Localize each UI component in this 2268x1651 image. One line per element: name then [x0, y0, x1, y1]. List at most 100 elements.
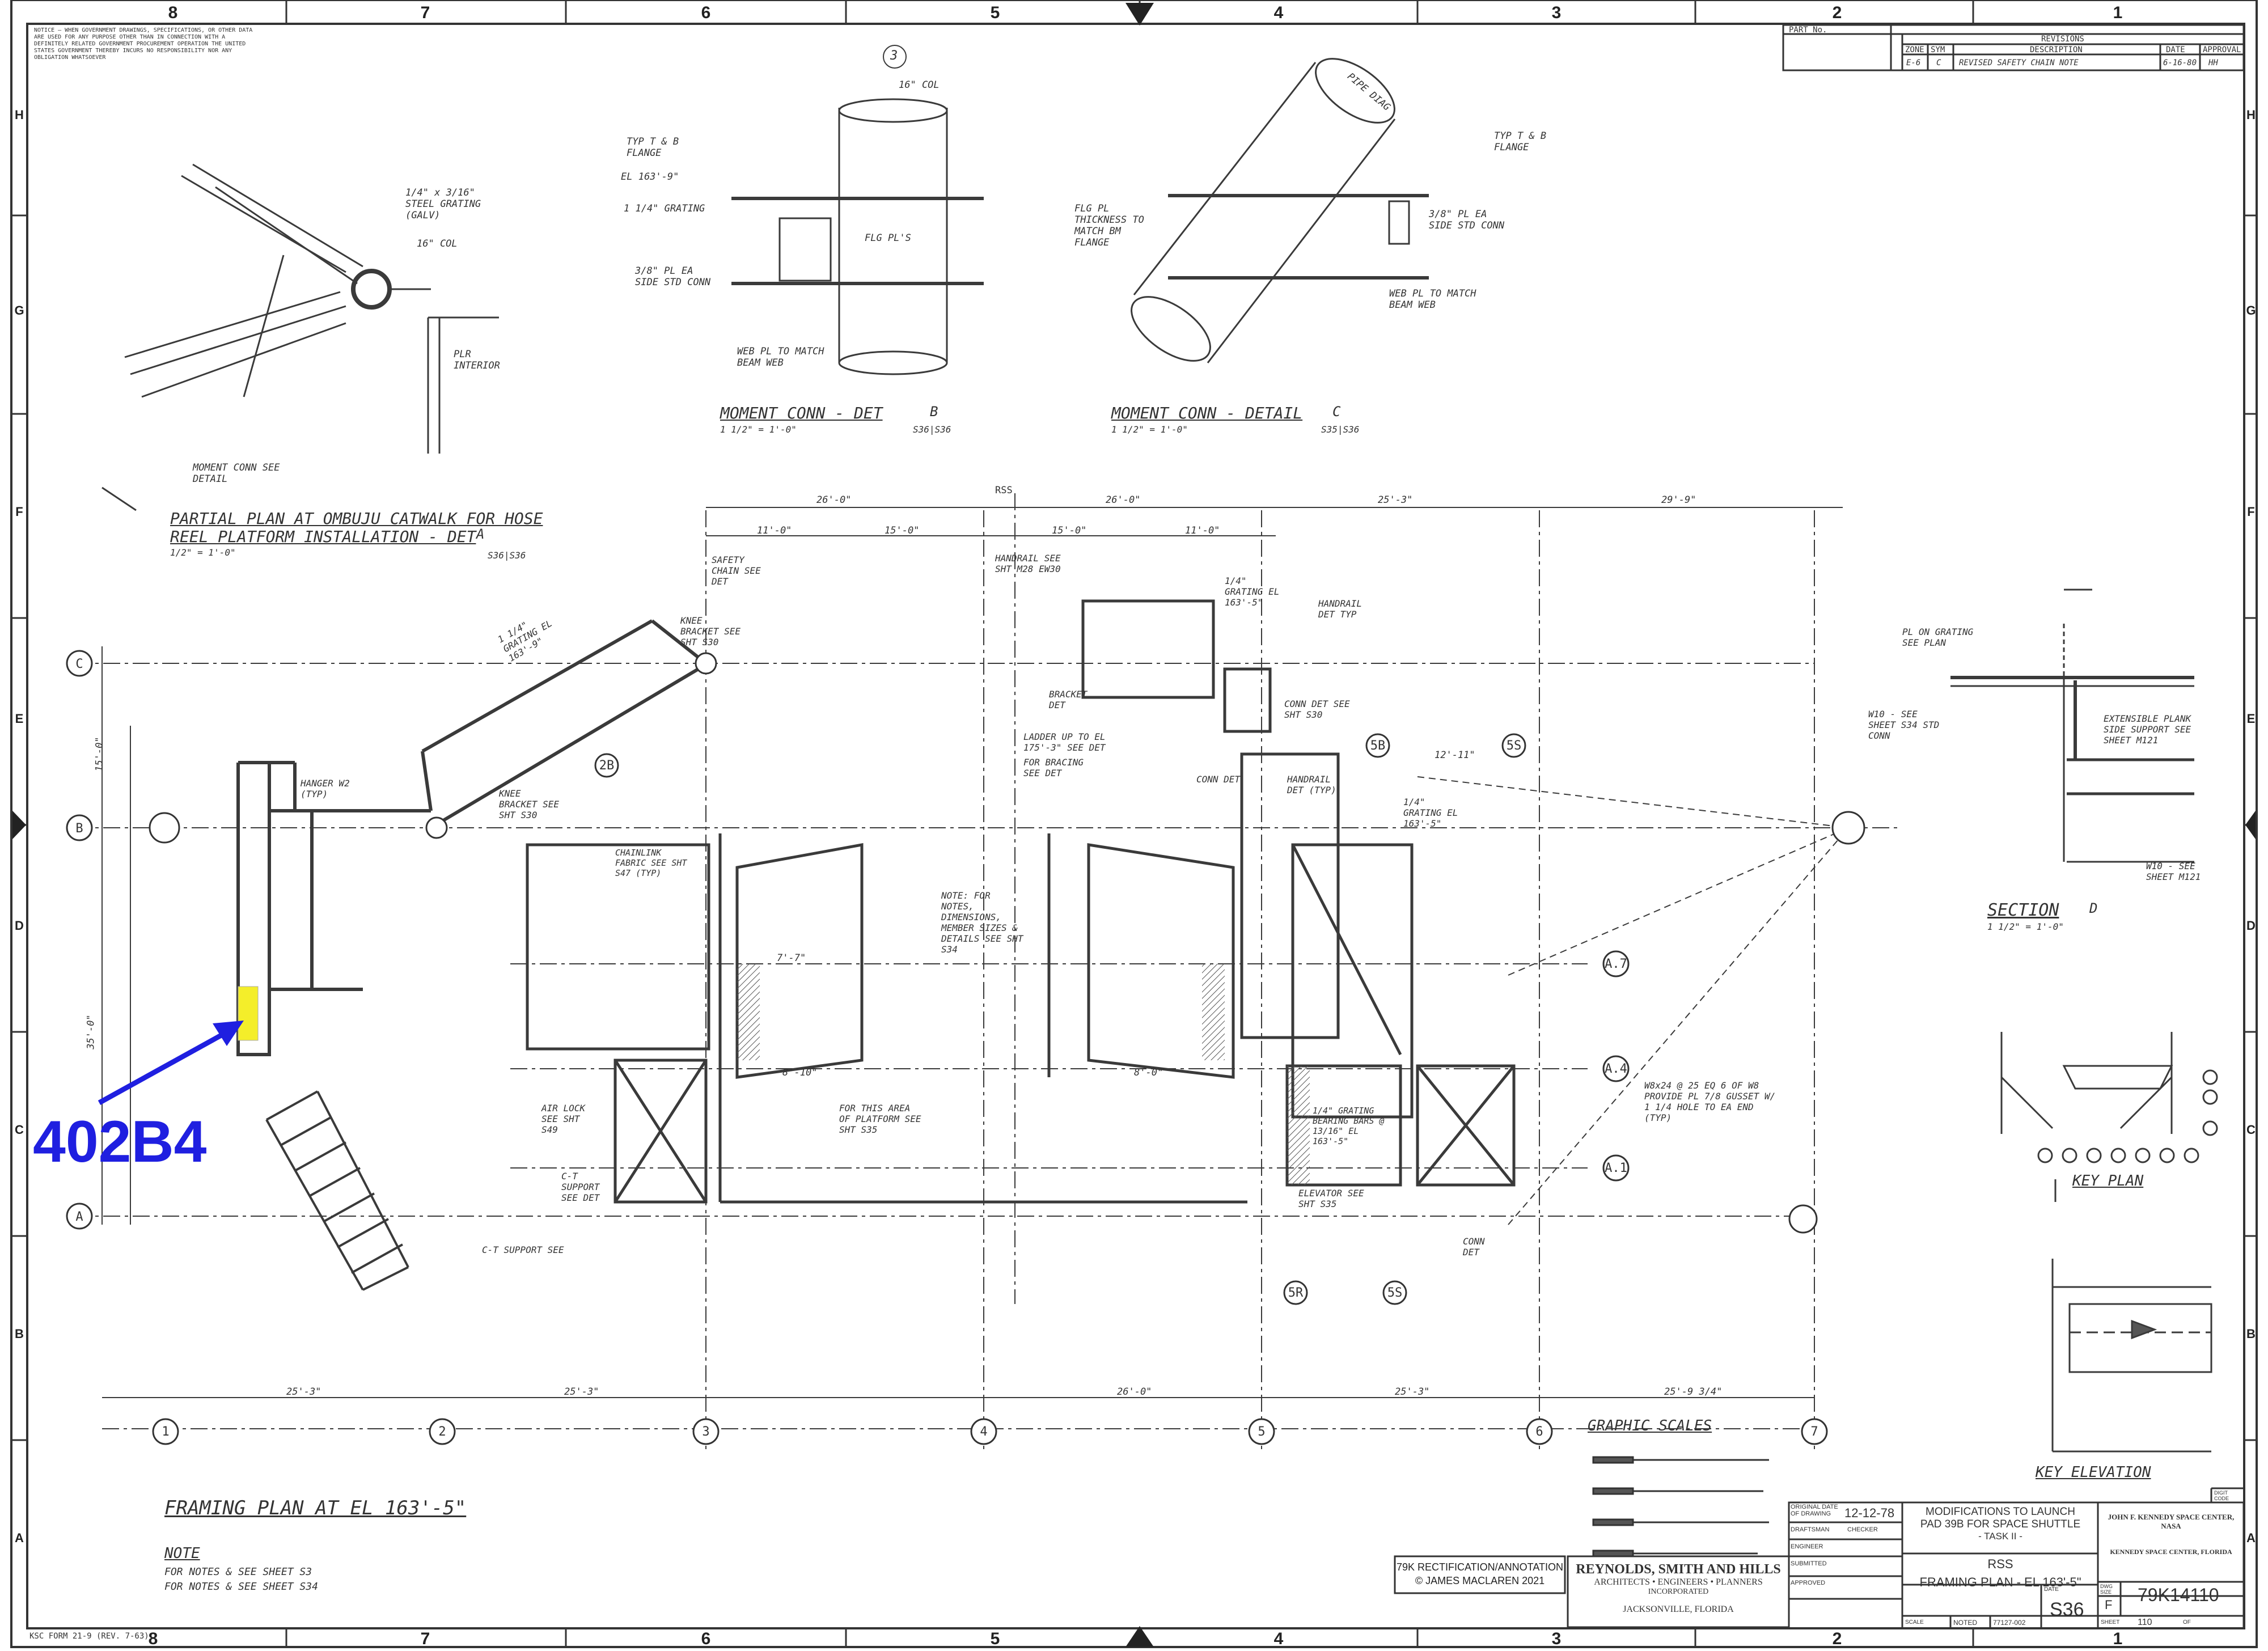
revisions-header: REVISIONS — [2041, 35, 2084, 44]
label-steel-grating: 1/4" x 3/16" STEEL GRATING (GALV) — [405, 187, 481, 221]
dim-3: 15'-0" — [885, 525, 920, 536]
dim-17: 8'-10" — [782, 1067, 818, 1078]
dim-11: 26'-0" — [1117, 1386, 1152, 1398]
zone-bot-2: 2 — [1833, 1629, 1842, 1648]
label-web-pl-b: WEB PL TO MATCH BEAM WEB — [737, 346, 824, 369]
detail-b-letter: B — [930, 404, 938, 420]
grid-col-2: 2 — [438, 1425, 446, 1439]
label-ct-support-2: C-T SUPPORT SEE — [482, 1244, 564, 1255]
label-knee-bracket-2: KNEE BRACKET SEE SHT S30 — [499, 788, 559, 820]
zone-side-h-r: H — [2246, 108, 2256, 122]
label-16-col: 16" COL — [417, 238, 458, 249]
label-grating-163: 1/4" GRATING EL 163'-5" — [1225, 575, 1280, 608]
dim-13: 25'-9 3/4" — [1664, 1386, 1723, 1398]
government-notice: NOTICE — WHEN GOVERNMENT DRAWINGS, SPECI… — [34, 27, 253, 61]
rev-col-zone: ZONE — [1905, 45, 1924, 54]
zone-side-d: D — [15, 918, 24, 933]
plan-note-1: FOR NOTES & SEE SHEET S3 — [164, 1566, 312, 1578]
dim-7: 25'-3" — [1378, 494, 1413, 506]
zone-side-f-r: F — [2247, 505, 2254, 519]
label-w10-m121: W10 - SEE SHEET M121 — [2146, 861, 2201, 882]
grid-col-7: 7 — [1810, 1425, 1818, 1439]
zone-top-6: 6 — [701, 3, 711, 22]
label-web-pl-c: WEB PL TO MATCH BEAM WEB — [1389, 288, 1476, 311]
label-w8-gusset: W8x24 @ 25 EQ 6 OF W8 PROVIDE PL 7/8 GUS… — [1644, 1080, 1776, 1123]
key-elevation-drawing — [2051, 1259, 2212, 1453]
title-block-frame — [1394, 1487, 2245, 1629]
grid-mid-5b: 5B — [1370, 739, 1386, 753]
label-conn-det-2: CONN DET — [1463, 1236, 1485, 1258]
zone-bot-7: 7 — [421, 1629, 430, 1648]
label-conn-det-1: CONN DET — [1196, 774, 1241, 785]
sheet-count: 110 — [2138, 1618, 2152, 1627]
label-grating-b: 1 1/4" GRATING — [624, 203, 705, 214]
firm-subtitle: ARCHITECTS • ENGINEERS • PLANNERS — [1594, 1577, 1763, 1587]
grid-col-4: 4 — [980, 1425, 987, 1439]
label-safety-chain: SAFETY CHAIN SEE DET — [712, 554, 761, 587]
zone-side-d-r: D — [2246, 918, 2256, 933]
rectification-note: 79K RECTIFICATION/ANNOTATION © JAMES MAC… — [1396, 1561, 1564, 1586]
project-line2: PAD 39B FOR SPACE SHUTTLE — [1920, 1518, 2081, 1530]
zone-top-2: 2 — [1833, 3, 1842, 22]
framing-plan — [74, 493, 1899, 1451]
rev-row-zone: E-6 — [1906, 58, 1920, 67]
label-handrail: HANDRAIL SEE SHT M28 EW30 — [995, 553, 1061, 574]
detail-c-scale: 1 1/2" = 1'-0" — [1111, 424, 1188, 435]
label-grating-bearing: 1/4" GRATING BEARING BARS @ 13/16" EL 16… — [1313, 1106, 1385, 1146]
detail-c-letter: C — [1332, 404, 1341, 420]
zone-top-3: 3 — [1552, 3, 1562, 22]
label-ct-support: C-T SUPPORT SEE DET — [561, 1171, 600, 1203]
revision-table — [1782, 24, 2245, 71]
rev-row-approval: HH — [2208, 58, 2218, 67]
detail-a-title2: REEL PLATFORM INSTALLATION - DET — [170, 527, 476, 546]
detail-3-number: 3 — [890, 49, 898, 63]
section-d-title: SECTION — [1987, 900, 2059, 920]
label-extensible-plank: EXTENSIBLE PLANK SIDE SUPPORT SEE SHEET … — [2104, 713, 2191, 746]
dim-14: 15'-0" — [94, 736, 105, 772]
project-block: MODIFICATIONS TO LAUNCH PAD 39B FOR SPAC… — [1904, 1506, 2097, 1590]
dim-18: 12'-11" — [1435, 750, 1475, 761]
scale-value: NOTED — [1953, 1619, 1977, 1627]
plan-note-2: FOR NOTES & SEE SHEET S34 — [164, 1581, 318, 1593]
plan-note-heading: NOTE — [164, 1545, 200, 1562]
firm-block: REYNOLDS, SMITH AND HILLS ARCHITECTS • E… — [1569, 1562, 1788, 1615]
of-label: OF — [2183, 1619, 2191, 1625]
sheet-number: S36 — [2050, 1599, 2084, 1620]
zone-side-g-r: G — [2246, 303, 2256, 318]
graphic-scales — [1592, 1456, 1769, 1557]
detail-a-drawing — [101, 163, 499, 511]
label-air-lock: AIR LOCK SEE SHT S49 — [541, 1103, 586, 1135]
dim-8: 29'-9" — [1661, 494, 1696, 506]
label-note-dimensions: NOTE: FOR NOTES, DIMENSIONS, MEMBER SIZE… — [941, 890, 1023, 955]
center-mark-top — [1125, 3, 1154, 26]
key-elevation-title: KEY ELEVATION — [2036, 1464, 2151, 1481]
approved-label: APPROVED — [1791, 1580, 1826, 1586]
dim-4: 15'-0" — [1052, 525, 1087, 536]
grid-row-a: A — [75, 1210, 83, 1224]
label-el-b: EL 163'-9" — [621, 171, 679, 183]
label-pl-ea-side-c: 3/8" PL EA SIDE STD CONN — [1429, 209, 1505, 231]
label-flg-pls: FLG PL'S — [865, 232, 911, 244]
label-handrail-det: HANDRAIL DET TYP — [1318, 598, 1363, 620]
zone-bot-4: 4 — [1274, 1629, 1284, 1648]
rev-row-date: 6-16-80 — [2163, 58, 2197, 67]
grid-mid-5s: 5S — [1507, 739, 1522, 753]
callout-arrow-line — [98, 1027, 234, 1105]
grid-row-a1: A.1 — [1605, 1161, 1627, 1175]
zone-side-c-r: C — [2246, 1123, 2256, 1137]
label-for-this-area: FOR THIS AREA OF PLATFORM SEE SHT S35 — [839, 1103, 921, 1135]
form-number: KSC FORM 21-9 (REV. 7-63) — [29, 1632, 149, 1641]
grid-mid-2b: 2B — [599, 759, 615, 773]
zone-side-g: G — [14, 303, 24, 318]
detail-a-scale: 1/2" = 1'-0" — [170, 547, 236, 558]
detail-a-title: PARTIAL PLAN AT OMBUJU CATWALK FOR HOSE — [170, 509, 543, 528]
dim-9: 25'-3" — [286, 1386, 321, 1398]
label-bracket-det: BRACKET DET — [1049, 689, 1088, 710]
digit-code-label: DIGIT CODE — [2214, 1490, 2229, 1501]
label-knee-bracket-1: KNEE BRACKET SEE SHT S30 — [680, 615, 741, 647]
zone-top-1: 1 — [2113, 3, 2123, 22]
label-w10-s34: W10 - SEE SHEET S34 STD CONN — [1868, 709, 1940, 741]
zone-bot-8: 8 — [149, 1629, 158, 1648]
orig-date-value: 12-12-78 — [1844, 1506, 1895, 1520]
